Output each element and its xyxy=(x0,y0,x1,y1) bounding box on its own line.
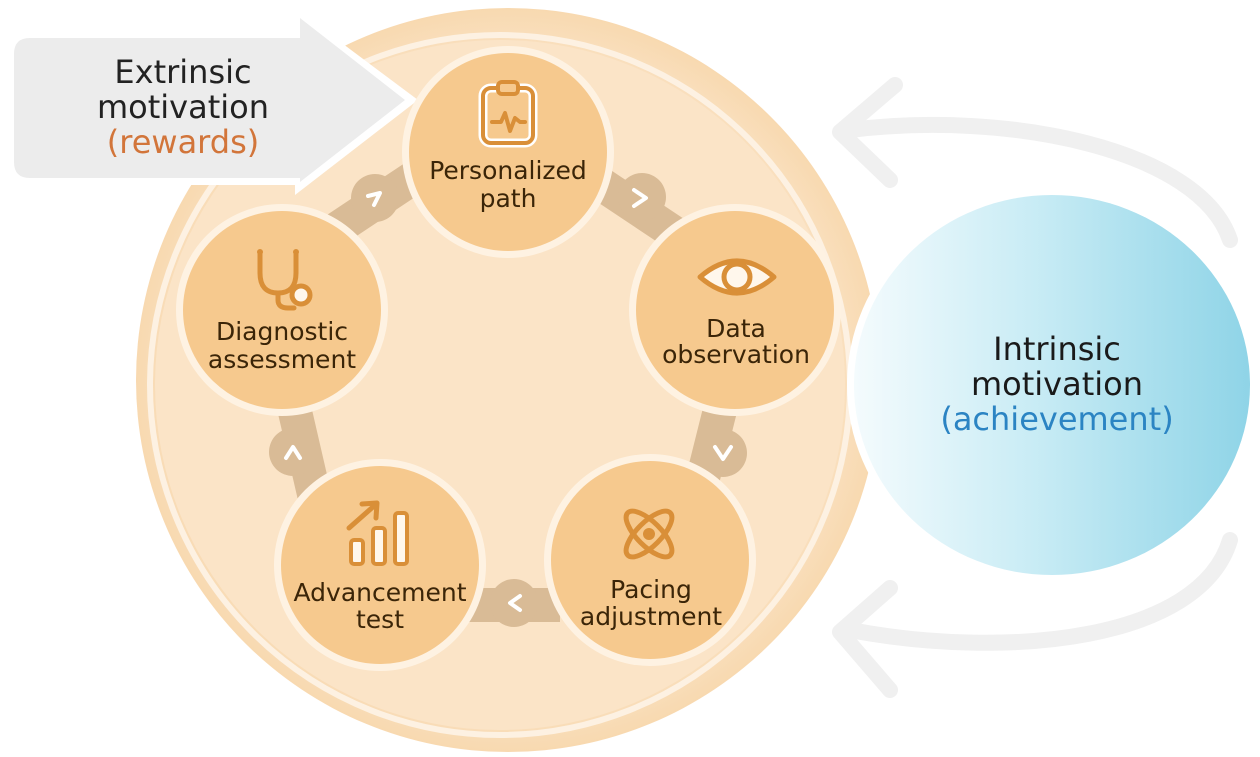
extrinsic-line3: (rewards) xyxy=(107,123,259,161)
connector-node-pacing-to-advancement xyxy=(490,579,538,627)
loop-arrow-top xyxy=(842,116,1238,248)
intrinsic-line2: motivation xyxy=(971,365,1143,403)
extrinsic-arrow-fill xyxy=(14,18,405,182)
extrinsic-line2: motivation xyxy=(97,88,269,126)
node-circle-fill xyxy=(551,461,749,659)
node-label-line1: Data xyxy=(706,314,766,343)
cycle-node-advancement-test[interactable]: Advancement test xyxy=(274,459,486,671)
stethoscope-icon xyxy=(257,249,313,311)
node-circle-fill xyxy=(636,211,834,409)
extrinsic-arrow: Extrinsic motivation (rewards) xyxy=(5,8,418,195)
chevron-icon xyxy=(713,445,733,461)
cycle-node-diagnostic-assessment[interactable]: Diagnostic assessment xyxy=(176,204,388,416)
chevron-icon xyxy=(366,191,382,207)
connector-node-diagnostic-to-personalized xyxy=(351,174,399,222)
node-circle-fill xyxy=(409,53,607,251)
extrinsic-line1: Extrinsic xyxy=(114,53,251,91)
node-label-line1: Personalized xyxy=(429,156,587,185)
node-label-line1: Pacing xyxy=(610,575,692,604)
loop-arrows xyxy=(832,77,1238,698)
node-label-line2: observation xyxy=(662,340,810,369)
node-label-line1: Diagnostic xyxy=(216,317,348,346)
node-circle-fill xyxy=(183,211,381,409)
eye-icon xyxy=(697,258,777,296)
cycle-node-pacing-adjustment[interactable]: Pacing adjustment xyxy=(544,454,756,666)
clipboard-pulse-icon xyxy=(478,80,538,148)
node-label-line2: assessment xyxy=(208,345,356,374)
atom-icon xyxy=(623,508,675,560)
intrinsic-line3: (achievement) xyxy=(940,400,1173,438)
connector-node-advancement-to-diagnostic xyxy=(269,428,317,476)
loop-arrow-bottom xyxy=(842,532,1238,651)
chevron-icon xyxy=(284,445,302,460)
loop-arrow-bottom-head xyxy=(832,580,898,698)
intrinsic-line1: Intrinsic xyxy=(993,330,1121,368)
growth-chart-icon xyxy=(346,500,409,566)
node-label-line2: adjustment xyxy=(580,602,722,631)
node-label-line2: test xyxy=(356,605,404,634)
cycle-node-data-observation[interactable]: Data observation xyxy=(629,204,841,416)
chevron-icon xyxy=(508,594,522,612)
node-label-line2: path xyxy=(480,184,537,213)
connector-node-data-to-pacing xyxy=(699,429,747,477)
cycle-node-personalized-path[interactable]: Personalized path xyxy=(402,46,614,258)
intrinsic-bubble: Intrinsic motivation (achievement) xyxy=(847,187,1257,583)
node-label-line1: Advancement xyxy=(294,578,467,607)
intrinsic-bubble-fill xyxy=(854,195,1250,575)
loop-arrow-top-head xyxy=(832,77,903,188)
chevron-icon xyxy=(632,188,648,208)
